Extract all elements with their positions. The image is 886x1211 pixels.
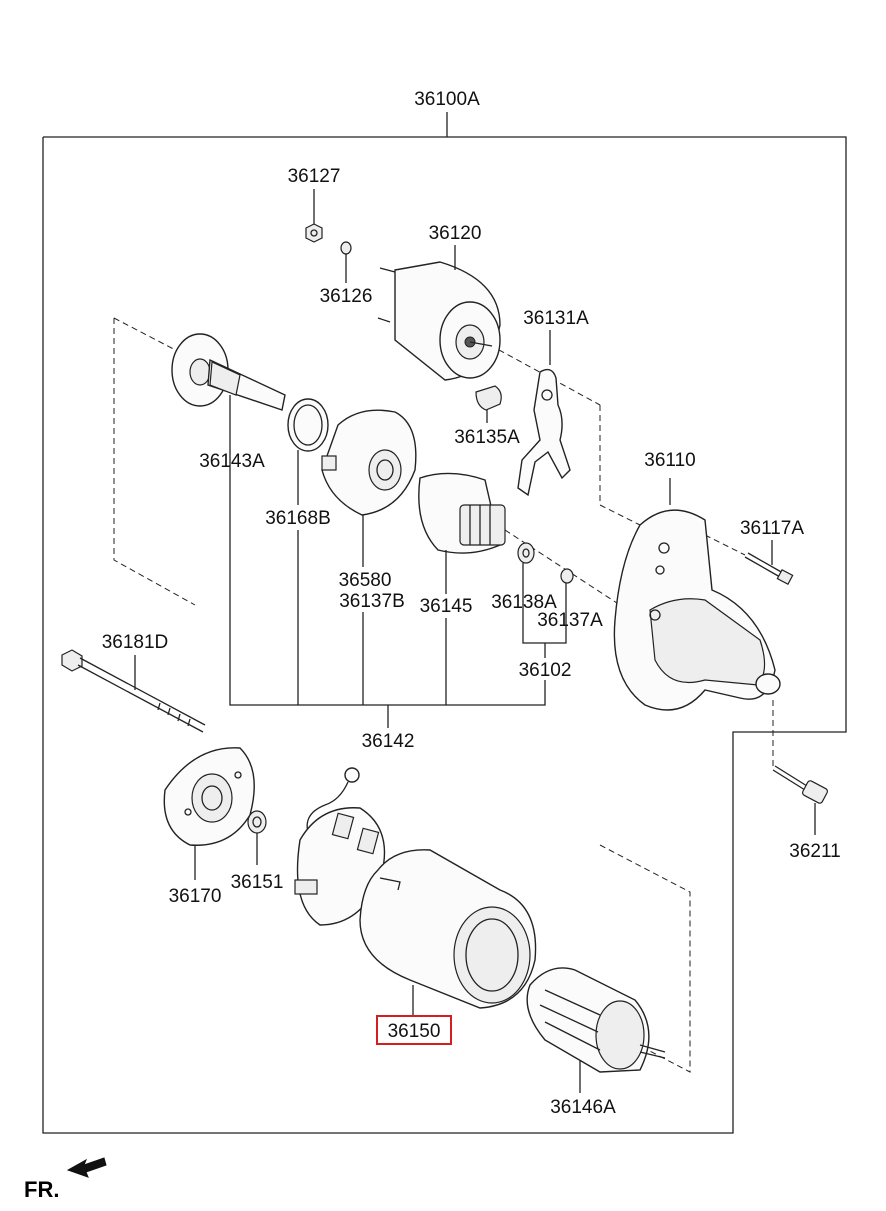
part-36170-end-cover[interactable] bbox=[163, 747, 255, 846]
part-36110-front-housing[interactable] bbox=[613, 509, 781, 711]
alignment-guide-gear bbox=[504, 529, 621, 606]
part-36145-clutch[interactable] bbox=[418, 472, 506, 554]
part-36168B-gasket-inner bbox=[293, 404, 323, 446]
part-36151-washer-hole bbox=[252, 816, 262, 828]
label-36150[interactable]: 36150 bbox=[388, 1021, 441, 1042]
direction-label: FR. bbox=[24, 1177, 59, 1202]
label-36143A[interactable]: 36143A bbox=[199, 451, 265, 472]
part-36131A-lever[interactable] bbox=[517, 368, 571, 497]
part-36127-nut-hole bbox=[310, 229, 318, 237]
part-36150-yoke[interactable] bbox=[359, 849, 537, 1009]
label-36168B[interactable]: 36168B bbox=[265, 508, 331, 529]
label-36102[interactable]: 36102 bbox=[519, 660, 572, 681]
label-36580[interactable]: 36580 bbox=[339, 570, 392, 591]
label-36131A[interactable]: 36131A bbox=[523, 308, 589, 329]
part-36146A-armature[interactable] bbox=[526, 967, 666, 1073]
part-36135A-plug[interactable] bbox=[475, 385, 502, 411]
label-36137A[interactable]: 36137A bbox=[537, 610, 603, 631]
label-36181D[interactable]: 36181D bbox=[102, 632, 169, 653]
part-36211-bolt[interactable] bbox=[772, 765, 829, 804]
label-36142[interactable]: 36142 bbox=[362, 731, 415, 752]
part-36117A-bolt[interactable] bbox=[744, 552, 794, 586]
label-36137B[interactable]: 36137B bbox=[339, 591, 405, 612]
alignment-guide-housing bbox=[599, 405, 641, 526]
assembly-boundary bbox=[42, 136, 847, 1134]
label-36151[interactable]: 36151 bbox=[231, 872, 284, 893]
label-36146A[interactable]: 36146A bbox=[550, 1097, 616, 1118]
label-36145[interactable]: 36145 bbox=[420, 596, 473, 617]
label-36120[interactable]: 36120 bbox=[429, 223, 482, 244]
label-36138A[interactable]: 36138A bbox=[491, 592, 557, 613]
label-36117A[interactable]: 36117A bbox=[740, 518, 804, 539]
label-36110[interactable]: 36110 bbox=[644, 450, 695, 471]
alignment-guide-bolt-top bbox=[704, 534, 746, 556]
part-36131A-pivot bbox=[541, 389, 553, 401]
part-brush-holder[interactable] bbox=[294, 767, 386, 926]
part-36127-nut[interactable] bbox=[305, 223, 323, 243]
part-36138A-washer[interactable] bbox=[517, 542, 535, 564]
part-36120-solenoid[interactable] bbox=[377, 261, 501, 381]
part-36138A-washer-hole bbox=[522, 548, 530, 558]
part-36580-gear-housing[interactable] bbox=[321, 409, 417, 516]
highlight-box-36150 bbox=[376, 1015, 452, 1045]
label-36211[interactable]: 36211 bbox=[789, 841, 840, 862]
label-36100A[interactable]: 36100A bbox=[414, 89, 480, 110]
part-36143A-shaft[interactable] bbox=[171, 333, 286, 411]
label-36127[interactable]: 36127 bbox=[288, 166, 341, 187]
part-36181D-through-bolt[interactable] bbox=[61, 649, 206, 733]
label-36170[interactable]: 36170 bbox=[169, 886, 222, 907]
label-36126[interactable]: 36126 bbox=[320, 286, 373, 307]
label-36135A[interactable]: 36135A bbox=[454, 427, 520, 448]
alignment-guide-left bbox=[113, 318, 196, 606]
part-36151-washer[interactable] bbox=[247, 810, 267, 834]
part-36126-washer[interactable] bbox=[340, 241, 352, 255]
part-36137A-clip[interactable] bbox=[560, 568, 574, 584]
alignment-guide-upper bbox=[113, 317, 186, 356]
front-arrow-icon bbox=[66, 1157, 107, 1178]
